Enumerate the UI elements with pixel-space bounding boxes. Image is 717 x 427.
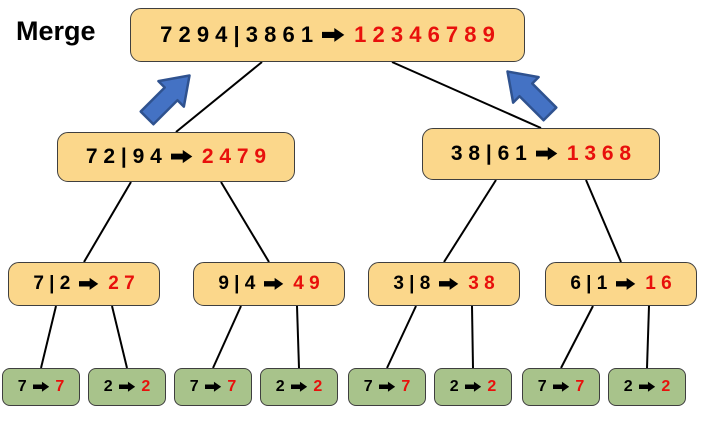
tree-edge <box>646 305 650 369</box>
merge-arrow-icon <box>290 381 307 393</box>
merge-node-l3-0: 7 | 2 2 7 <box>8 262 160 306</box>
leaf-node-5: 2 2 <box>434 368 512 406</box>
node-output: 7 <box>401 378 411 395</box>
leaf-node-0: 7 7 <box>2 368 80 406</box>
tree-edge <box>296 305 300 369</box>
node-input: 6 | 1 <box>570 273 608 294</box>
merge-arrow-icon <box>79 278 99 290</box>
node-input: 3 | 8 <box>393 273 431 294</box>
node-input: 7 <box>17 378 27 395</box>
big-arrow-up-right-icon <box>139 74 191 126</box>
merge-node-l3-2: 3 | 8 3 8 <box>368 262 520 306</box>
node-output: 7 <box>227 378 237 395</box>
tree-edge <box>585 179 622 263</box>
node-input: 7 2 9 4 | 3 8 6 1 <box>160 22 314 47</box>
node-output: 1 6 <box>645 273 672 294</box>
node-output: 2 <box>661 378 671 395</box>
tree-edge <box>212 305 242 369</box>
merge-arrow-icon <box>464 381 481 393</box>
merge-arrow-icon <box>204 381 221 393</box>
big-arrow-up-left-icon <box>506 70 558 122</box>
merge-arrow-icon <box>264 278 284 290</box>
node-input: 7 <box>537 378 547 395</box>
node-input: 7 2 | 9 4 <box>85 145 162 168</box>
leaf-node-7: 2 2 <box>608 368 686 406</box>
merge-arrow-icon <box>32 381 49 393</box>
merge-arrow-icon <box>638 381 655 393</box>
merge-arrow-icon <box>118 381 135 393</box>
node-input: 3 8 | 6 1 <box>450 142 527 165</box>
node-output: 2 7 <box>108 273 135 294</box>
node-output: 2 <box>141 378 151 395</box>
tree-edge <box>560 305 594 369</box>
node-output: 1 3 6 8 <box>566 142 632 165</box>
leaf-node-4: 7 7 <box>348 368 426 406</box>
merge-arrow-icon <box>552 381 569 393</box>
merge-arrow-icon <box>378 381 395 393</box>
tree-edge <box>40 305 57 369</box>
merge-arrow-icon <box>322 28 345 42</box>
node-output: 2 <box>487 378 497 395</box>
tree-edge <box>111 305 128 369</box>
node-output: 3 8 <box>468 273 495 294</box>
node-input: 2 <box>449 378 459 395</box>
node-output: 7 <box>55 378 65 395</box>
merge-node-l3-1: 9 | 4 4 9 <box>193 262 345 306</box>
leaf-node-1: 2 2 <box>88 368 166 406</box>
node-output: 7 <box>575 378 585 395</box>
merge-node-l3-3: 6 | 1 1 6 <box>545 262 697 306</box>
leaf-node-3: 2 2 <box>260 368 338 406</box>
tree-edge <box>386 305 417 369</box>
merge-arrow-icon <box>170 150 193 164</box>
merge-arrow-icon <box>439 278 459 290</box>
tree-edge <box>471 305 474 369</box>
node-input: 7 <box>363 378 373 395</box>
node-input: 7 | 2 <box>33 273 71 294</box>
tree-edge <box>220 181 270 263</box>
node-input: 2 <box>623 378 633 395</box>
node-input: 9 | 4 <box>218 273 256 294</box>
node-output: 2 4 7 9 <box>201 145 267 168</box>
node-output: 2 <box>313 378 323 395</box>
merge-node-left: 7 2 | 9 4 2 4 7 9 <box>57 132 295 182</box>
diagram-title: Merge <box>16 16 96 46</box>
node-input: 7 <box>189 378 199 395</box>
leaf-node-2: 7 7 <box>174 368 252 406</box>
merge-node-right: 3 8 | 6 1 1 3 6 8 <box>422 128 660 180</box>
node-input: 2 <box>275 378 285 395</box>
leaf-node-6: 7 7 <box>522 368 600 406</box>
merge-node-root: 7 2 9 4 | 3 8 6 1 1 2 3 4 6 7 8 9 <box>130 8 525 62</box>
tree-edge <box>175 61 263 133</box>
tree-edge <box>83 181 132 263</box>
node-output: 1 2 3 4 6 7 8 9 <box>354 22 495 47</box>
tree-edge <box>391 61 542 129</box>
merge-arrow-icon <box>616 278 636 290</box>
tree-edge <box>443 179 497 263</box>
merge-arrow-icon <box>535 147 558 161</box>
node-output: 4 9 <box>293 273 320 294</box>
node-input: 2 <box>103 378 113 395</box>
